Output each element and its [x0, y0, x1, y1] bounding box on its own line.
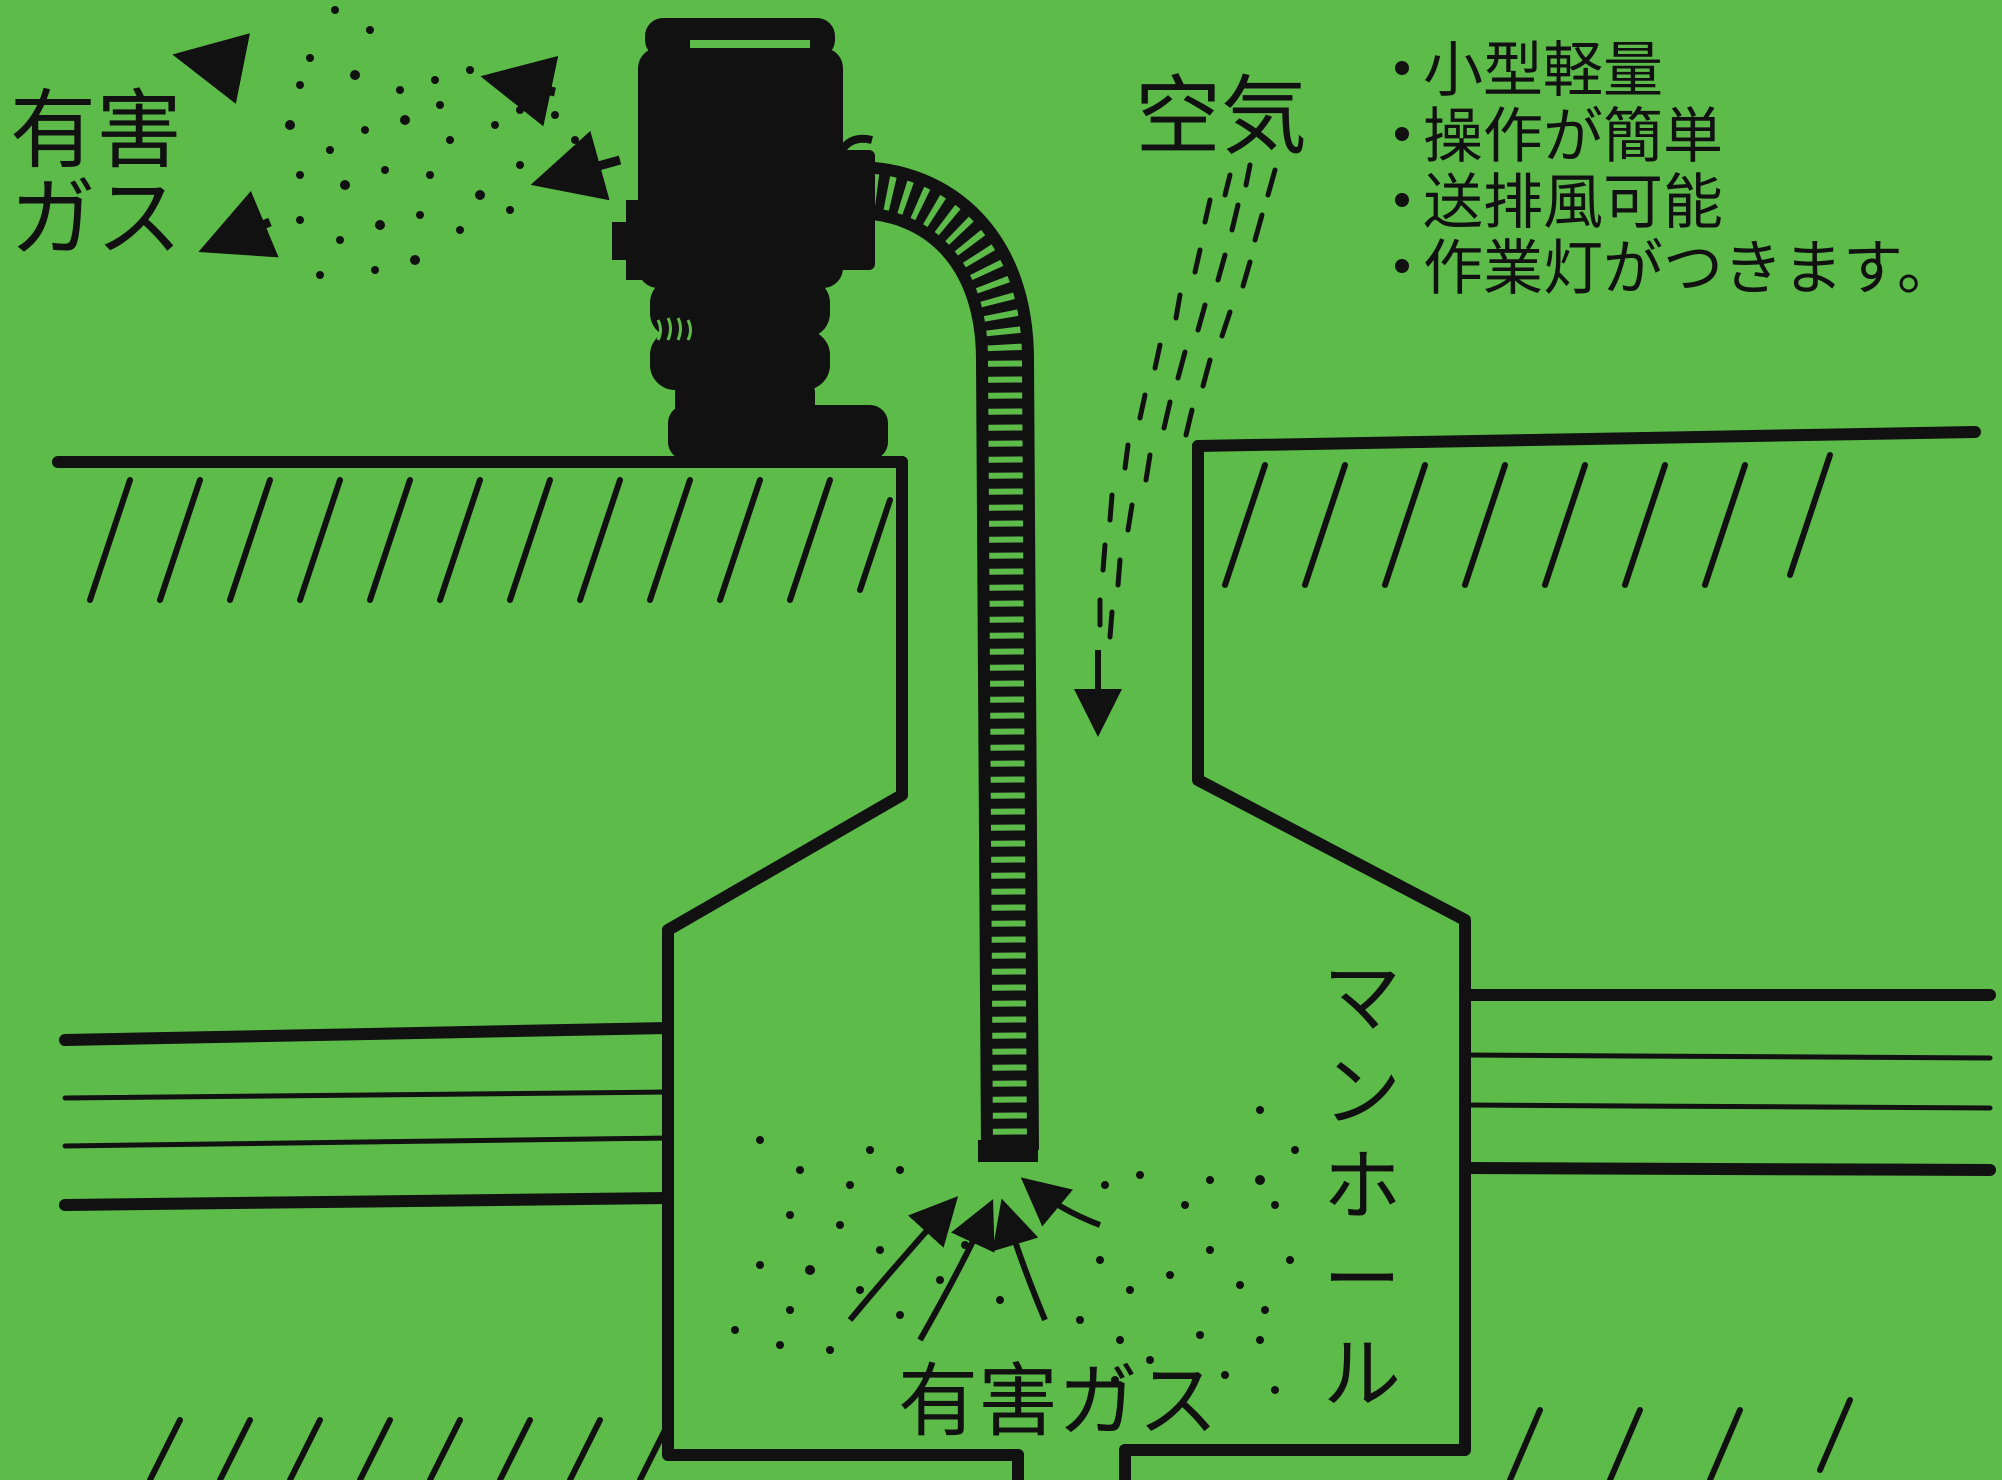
- feature-item: 送排風可能: [1395, 170, 1957, 236]
- harmful-gas-label-top-line2: ガス: [10, 169, 182, 269]
- manhole-label: マ ン ホ ー ル: [1322, 952, 1402, 1422]
- feature-text: 小型軽量: [1423, 36, 1663, 106]
- air-flow-streaks: [1097, 162, 1278, 640]
- manhole-label-char: ホ: [1322, 1142, 1401, 1232]
- flow-arrow-icon: [198, 190, 279, 258]
- ground-surface: [52, 426, 1981, 468]
- feature-list: 小型軽量 操作が簡単 送排風可能 作業灯がつきます。: [1395, 38, 1957, 302]
- flow-arrow-icon: [847, 1196, 959, 1322]
- blower-device-icon: [612, 18, 888, 460]
- air-label: 空気: [1135, 67, 1307, 167]
- bullet-icon: [1395, 259, 1409, 274]
- feature-item: 小型軽量: [1395, 38, 1957, 104]
- manhole-label-char: ン: [1322, 1048, 1401, 1138]
- bullet-icon: [1395, 127, 1409, 142]
- manhole-gas-particles: [731, 1106, 1299, 1394]
- feature-text: 送排風可能: [1423, 168, 1723, 238]
- left-pipe: [59, 1022, 674, 1211]
- flow-arrow-icon: [992, 1198, 1048, 1322]
- manhole-label-char: マ: [1322, 954, 1401, 1044]
- manhole-structure: [662, 440, 1471, 1480]
- feature-text: 操作が簡単: [1423, 102, 1723, 172]
- bullet-icon: [1395, 193, 1409, 208]
- feature-text: 作業灯がつきます。: [1423, 234, 1957, 304]
- feature-item: 作業灯がつきます。: [1395, 236, 1957, 302]
- flow-arrow-icon: [172, 33, 251, 104]
- flow-arrow-icon: [480, 55, 559, 127]
- manhole-label-char: ル: [1322, 1330, 1401, 1420]
- flow-arrow-icon: [1020, 1177, 1102, 1228]
- exhaust-arrows: [172, 33, 622, 258]
- flow-arrow-icon: [917, 1199, 995, 1342]
- exhaust-gas-particles: [285, 6, 579, 279]
- right-pipe: [1459, 989, 1996, 1176]
- feature-item: 操作が簡単: [1395, 104, 1957, 170]
- harmful-gas-label-bottom: 有害ガス: [898, 1355, 1218, 1448]
- flexible-hose-icon: [854, 161, 1039, 1162]
- suction-arrows: [847, 1177, 1102, 1342]
- manhole-label-char: ー: [1322, 1236, 1401, 1326]
- bullet-icon: [1395, 61, 1409, 76]
- harmful-gas-label-top-line1: 有害: [10, 81, 182, 181]
- ground-hatching: [87, 452, 1853, 1480]
- flow-arrow-icon: [530, 130, 622, 201]
